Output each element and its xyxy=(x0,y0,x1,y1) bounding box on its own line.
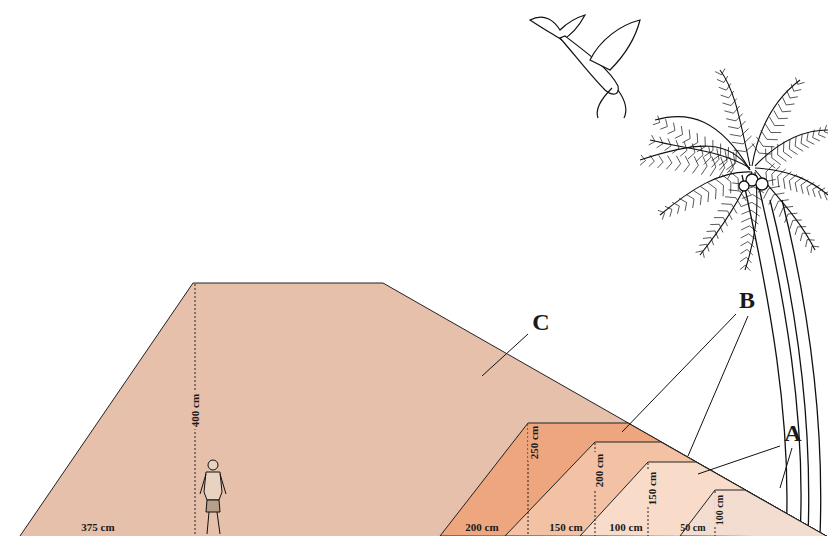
dimension-label: 100 cm xyxy=(714,493,726,527)
dimension-label: 250 cm xyxy=(528,423,541,460)
dimension-label: 400 cm xyxy=(189,391,202,428)
callout-letter: A xyxy=(782,420,803,446)
layer-b1 xyxy=(440,423,828,536)
dimension-label: 100 cm xyxy=(607,521,644,534)
birds xyxy=(530,15,640,118)
dimension-label: 200 cm xyxy=(463,521,500,534)
dimension-label: 150 cm xyxy=(646,469,659,506)
person xyxy=(200,460,226,534)
dimension-label: 50 cm xyxy=(678,522,707,534)
layer-a1 xyxy=(580,462,828,536)
mound-c xyxy=(20,283,828,536)
callout-letter: C xyxy=(530,309,551,335)
height-lines xyxy=(195,284,715,536)
dimension-label: 200 cm xyxy=(593,451,606,488)
leader-lines xyxy=(482,314,792,488)
layer-b2 xyxy=(505,442,828,536)
callout-letter: B xyxy=(737,287,757,313)
dimension-label: 150 cm xyxy=(547,521,584,534)
dimension-label: 375 cm xyxy=(79,521,116,534)
